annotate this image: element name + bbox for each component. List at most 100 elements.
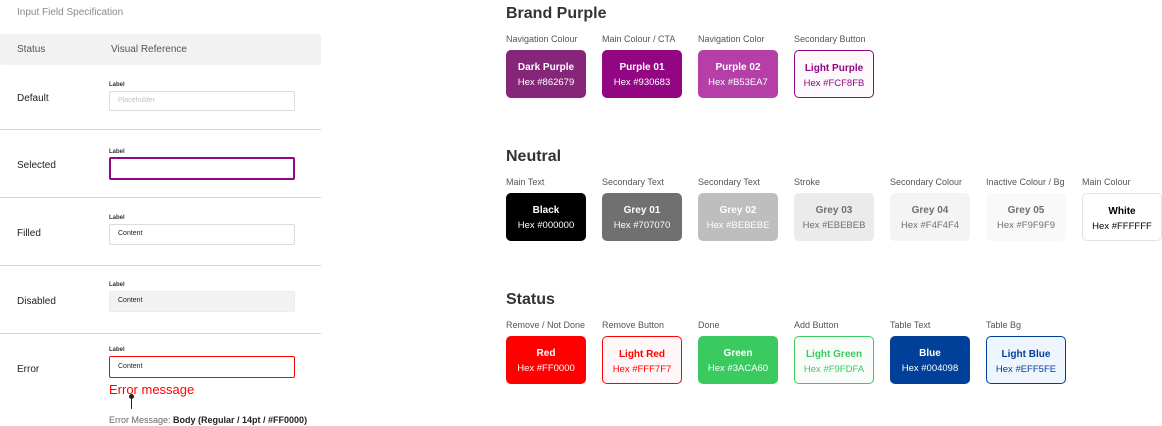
field-label: Label (109, 347, 125, 353)
swatch-hex: Hex #FCF8FB (803, 78, 865, 89)
swatch-caption: Secondary Button (794, 34, 866, 44)
caption-value: Body (Regular / 14pt / #FF0000) (173, 415, 308, 425)
field-label: Label (109, 282, 125, 288)
neutral-title: Neutral (506, 148, 562, 165)
swatch-hex: Hex #FFF7F7 (612, 364, 672, 375)
selected-input-field[interactable] (109, 157, 295, 180)
swatch-color-box: Grey 04 Hex #F4F4F4 (890, 193, 970, 241)
swatch-caption: Main Colour / CTA (602, 34, 676, 44)
status-label: Selected (17, 160, 56, 171)
status-label: Disabled (17, 296, 56, 307)
swatch-caption: Table Bg (986, 320, 1022, 330)
status-label: Error (17, 364, 40, 375)
swatch-name: Light Blue (1001, 349, 1051, 360)
swatch-name: Purple 01 (619, 62, 665, 73)
annotation-line (131, 396, 132, 409)
spec-table-header: Status Visual Reference (0, 34, 321, 65)
swatch-color-box: Grey 05 Hex #F9F9F9 (986, 193, 1066, 241)
swatch-name: Grey 01 (623, 205, 661, 216)
swatch-name: Purple 02 (715, 62, 761, 73)
swatch-name: Blue (919, 348, 941, 359)
swatch-caption: Navigation Color (698, 34, 765, 44)
spec-row-selected: Selected Label (0, 130, 321, 198)
swatch-hex: Hex #BEBEBE (706, 220, 770, 231)
disabled-input-field: Content (109, 291, 295, 312)
swatch-name: Grey 02 (719, 205, 757, 216)
swatch-color-box: Grey 01 Hex #707070 (602, 193, 682, 241)
swatch-name: Dark Purple (517, 62, 575, 73)
swatch-name: Grey 05 (1007, 205, 1045, 216)
swatch-name: Light Purple (804, 63, 864, 74)
swatch-name: Grey 04 (911, 205, 949, 216)
swatch-name: Light Red (618, 349, 666, 360)
error-message: Error message (109, 382, 195, 397)
input-field-spec: Input Field Specification Status Visual … (0, 0, 321, 426)
swatch-color-box: Purple 01 Hex #930683 (602, 50, 682, 98)
status-label: Default (17, 93, 49, 104)
swatch-hex: Hex #EBEBEB (802, 220, 866, 231)
swatch-caption: Main Text (506, 177, 545, 187)
swatch-caption: Secondary Text (698, 177, 760, 187)
swatch-caption: Inactive Colour / Bg (986, 177, 1065, 187)
status-label: Filled (17, 228, 41, 239)
swatch-caption: Remove / Not Done (506, 320, 586, 330)
swatch-color-box: Grey 03 Hex #EBEBEB (794, 193, 874, 241)
swatch-caption: Stroke (794, 177, 821, 187)
swatch-hex: Hex #FFFFFF (1092, 221, 1152, 232)
spec-row-filled: Filled Label Content (0, 198, 321, 266)
swatch-hex: Hex #FF0000 (517, 363, 575, 374)
swatch-hex: Hex #3ACA60 (707, 363, 769, 374)
swatch-hex: Hex #930683 (613, 77, 671, 88)
swatch-name: Green (723, 348, 753, 359)
spec-title: Input Field Specification (17, 7, 124, 18)
spec-row-error: Error Label Content (0, 334, 321, 426)
swatch-caption: Secondary Colour (890, 177, 963, 187)
field-label: Label (109, 149, 125, 155)
swatch-hex: Hex #004098 (901, 363, 959, 374)
swatch-hex: Hex #F9F9F9 (996, 220, 1056, 231)
swatch-caption: Remove Button (602, 320, 665, 330)
swatch-hex: Hex #F4F4F4 (900, 220, 960, 231)
swatch-caption: Main Colour (1082, 177, 1131, 187)
swatch-name: Grey 03 (815, 205, 853, 216)
error-input-field[interactable]: Content (109, 356, 295, 378)
swatch-caption: Navigation Colour (506, 34, 578, 44)
visual-reference-column-header: Visual Reference (111, 44, 187, 55)
swatch-hex: Hex #862679 (517, 77, 575, 88)
swatch-hex: Hex #F9FDFA (803, 364, 865, 375)
swatch-hex: Hex #EFF5FE (995, 364, 1057, 375)
brand-purple-title: Brand Purple (506, 5, 607, 22)
swatch-caption: Add Button (794, 320, 839, 330)
status-column-header: Status (17, 44, 46, 55)
swatch-color-box: Grey 02 Hex #BEBEBE (698, 193, 778, 241)
default-input-field[interactable]: Placeholder (109, 91, 295, 111)
field-label: Label (109, 215, 125, 221)
spec-row-disabled: Disabled Label Content (0, 266, 321, 334)
swatch-hex: Hex #000000 (517, 220, 575, 231)
swatch-name: Light Green (805, 349, 863, 360)
swatch-caption: Table Text (890, 320, 931, 330)
caption-prefix: Error Message: (109, 415, 174, 425)
swatch-hex: Hex #707070 (613, 220, 671, 231)
swatch-name: Red (536, 348, 556, 359)
status-title: Status (506, 291, 555, 308)
swatch-caption: Secondary Text (602, 177, 664, 187)
filled-input-field[interactable]: Content (109, 224, 295, 245)
swatch-name: Black (532, 205, 560, 216)
spec-row-default: Default Label Placeholder (0, 65, 321, 130)
swatch-caption: Done (698, 320, 720, 330)
field-label: Label (109, 82, 125, 88)
swatch-name: White (1108, 206, 1136, 217)
error-message-caption: Error Message: Body (Regular / 14pt / #F… (109, 415, 307, 425)
